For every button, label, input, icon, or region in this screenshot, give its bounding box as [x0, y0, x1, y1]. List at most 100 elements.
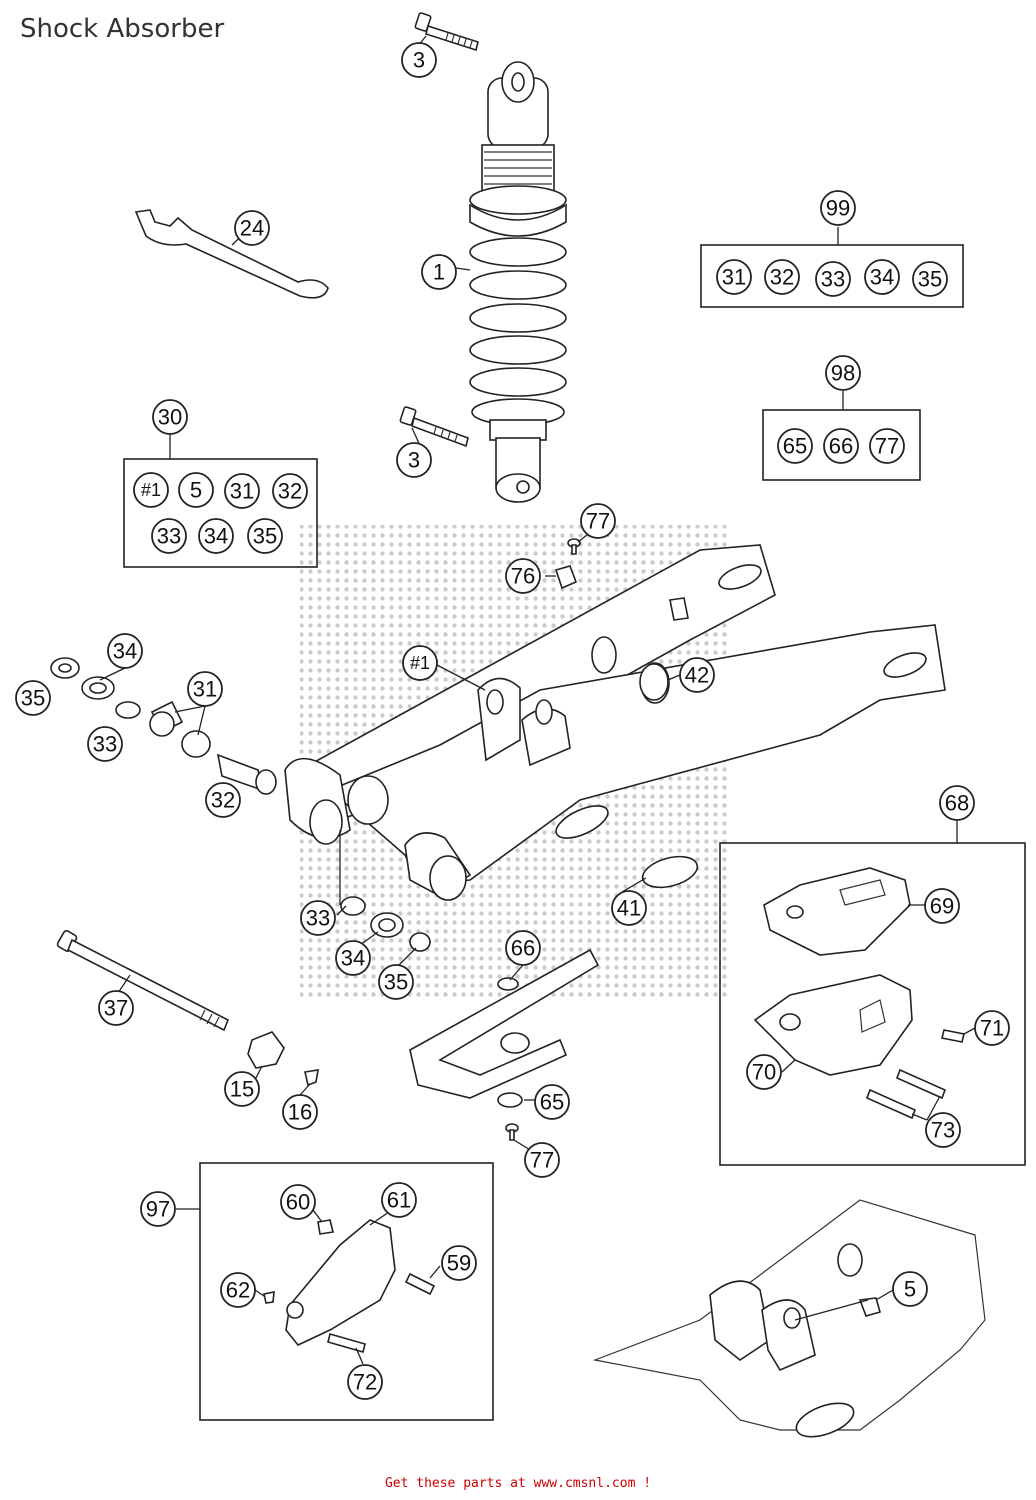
svg-text:70: 70 [752, 1060, 776, 1085]
svg-text:61: 61 [387, 1188, 411, 1213]
callout-98: 98 [825, 355, 861, 391]
svg-text:66: 66 [829, 434, 853, 459]
kit-box-97 [199, 1162, 494, 1421]
kit-99-item: 34 [864, 259, 900, 295]
callout-30: 30 [152, 399, 188, 435]
nut-part-15 [247, 1031, 285, 1069]
svg-text:33: 33 [306, 906, 330, 931]
svg-text:65: 65 [783, 434, 807, 459]
svg-text:35: 35 [918, 267, 942, 292]
svg-text:3: 3 [408, 448, 420, 473]
page-title: Shock Absorber [20, 14, 225, 44]
kit-98-contents: 65 66 77 [777, 428, 905, 464]
callout-59: 59 [441, 1245, 477, 1281]
cap-part-16 [304, 1069, 319, 1087]
kit-30-item: 5 [178, 472, 214, 508]
bolt-part-lower [399, 406, 469, 448]
svg-text:59: 59 [447, 1251, 471, 1276]
washer-33-lower [340, 896, 366, 916]
seal-ring-34-left [81, 676, 115, 700]
svg-text:77: 77 [530, 1148, 554, 1173]
kit-30-item: #1 [133, 472, 169, 508]
callout-33-lower: 33 [300, 900, 336, 936]
callout-68: 68 [939, 785, 975, 821]
svg-text:72: 72 [353, 1370, 377, 1395]
callout-16: 16 [282, 1094, 318, 1130]
svg-text:32: 32 [278, 479, 302, 504]
callout-hash1: #1 [402, 645, 438, 681]
kit-30-contents: #1 5 31 32 33 34 35 [133, 472, 308, 554]
washer-33-left [115, 701, 141, 719]
callout-71: 71 [974, 1010, 1010, 1046]
kit-box-98 [762, 409, 921, 481]
svg-text:33: 33 [157, 524, 181, 549]
svg-text:37: 37 [104, 996, 128, 1021]
svg-text:3: 3 [413, 48, 425, 73]
svg-text:32: 32 [770, 265, 794, 290]
kit-99-item: 32 [764, 259, 800, 295]
callout-15: 15 [224, 1071, 260, 1107]
callout-33-left: 33 [87, 726, 123, 762]
callout-24: 24 [234, 210, 270, 246]
callout-3-top: 3 [401, 42, 437, 78]
callout-41: 41 [611, 890, 647, 926]
needle-bearing-31-b [181, 730, 211, 758]
washer-65 [497, 1092, 523, 1108]
callout-61: 61 [381, 1182, 417, 1218]
callout-60: 60 [280, 1184, 316, 1220]
svg-text:1: 1 [433, 260, 445, 285]
svg-text:77: 77 [875, 434, 899, 459]
bolt-72 [327, 1333, 366, 1353]
kit-98-item: 66 [823, 428, 859, 464]
chain-slider-part [409, 948, 600, 1099]
kit-30-item: 34 [198, 518, 234, 554]
frame-inset-part [592, 1199, 986, 1438]
seal-ring-34-lower [370, 912, 404, 938]
svg-text:69: 69 [930, 894, 954, 919]
bolt-71 [941, 1029, 965, 1043]
callout-34-left: 34 [107, 633, 143, 669]
callout-76: 76 [505, 558, 541, 594]
chain-guide-part-69 [763, 867, 911, 956]
kit-box-99 [700, 244, 964, 308]
seal-ring-35-lower [409, 932, 431, 952]
svg-text:77: 77 [586, 509, 610, 534]
callout-31-left: 31 [187, 671, 223, 707]
svg-text:98: 98 [831, 361, 855, 386]
bracket-part-61 [285, 1219, 396, 1346]
svg-text:32: 32 [211, 788, 235, 813]
swingarm-part [284, 544, 946, 901]
svg-text:5: 5 [904, 1277, 916, 1302]
svg-text:5: 5 [190, 478, 202, 503]
svg-text:#1: #1 [410, 653, 430, 673]
kit-99-item: 31 [716, 259, 752, 295]
svg-text:31: 31 [722, 265, 746, 290]
kit-99-item: 33 [815, 261, 851, 297]
svg-text:68: 68 [945, 791, 969, 816]
svg-text:16: 16 [288, 1100, 312, 1125]
callout-5: 5 [892, 1271, 928, 1307]
nut-60 [317, 1219, 334, 1235]
svg-text:41: 41 [617, 896, 641, 921]
kit-98-item: 77 [869, 428, 905, 464]
callout-62: 62 [220, 1272, 256, 1308]
svg-text:35: 35 [384, 970, 408, 995]
callout-65: 65 [534, 1084, 570, 1120]
bolt-part-top [414, 12, 479, 52]
svg-text:31: 31 [230, 479, 254, 504]
callout-69: 69 [924, 888, 960, 924]
callout-73: 73 [925, 1112, 961, 1148]
svg-text:34: 34 [341, 946, 365, 971]
bolt-59 [404, 1272, 436, 1296]
kit-98-item: 65 [777, 428, 813, 464]
footer-link-text[interactable]: Get these parts at www.cmsnl.com ! [384, 1476, 652, 1491]
svg-text:99: 99 [826, 196, 850, 221]
bushing-42 [639, 663, 669, 701]
kit-30-item: 31 [224, 473, 260, 509]
callout-3-lower: 3 [396, 442, 432, 478]
svg-text:30: 30 [158, 405, 182, 430]
kit-99-item: 35 [912, 261, 948, 297]
seal-ring-35-left [50, 657, 80, 679]
callout-1: 1 [421, 254, 457, 290]
